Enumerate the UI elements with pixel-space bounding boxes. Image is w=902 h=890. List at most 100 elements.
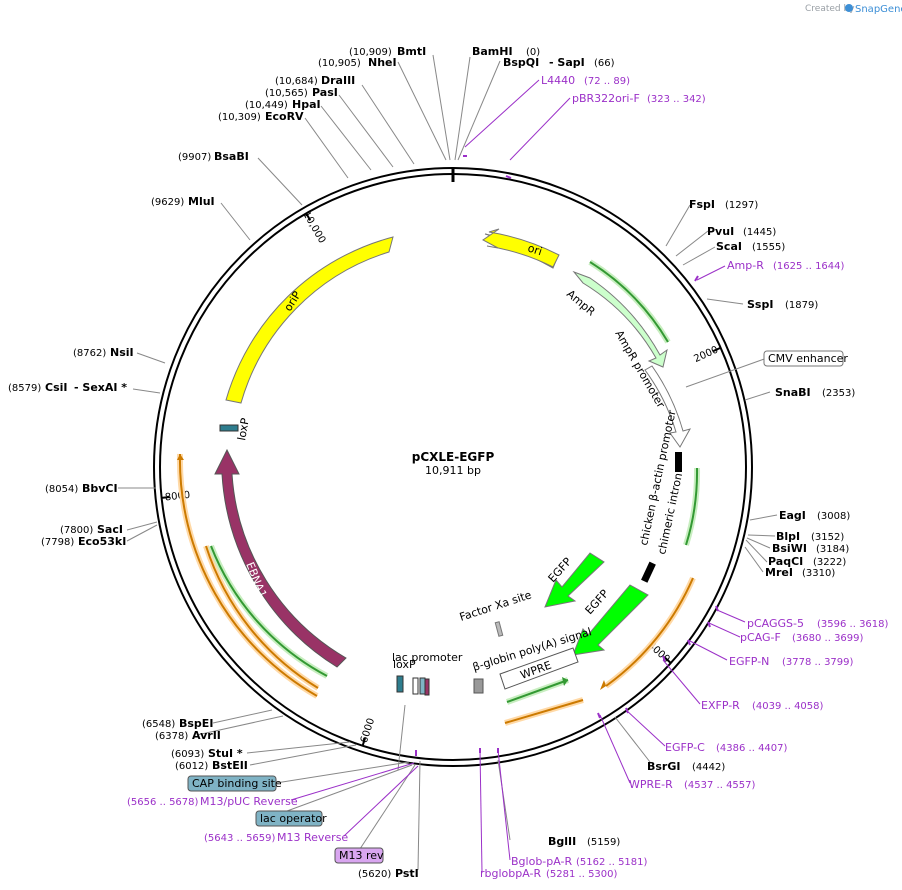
enzyme-bspei-name[interactable]: BspEI [179, 717, 213, 730]
egfp-outer-arrow[interactable] [572, 584, 649, 656]
lac-operator-feature[interactable] [419, 677, 426, 695]
enzyme-snabi-name[interactable]: SnaBI [775, 386, 811, 399]
m13-rev-box[interactable] [334, 847, 384, 864]
enzyme-ecorv-name[interactable]: EcoRV [265, 110, 304, 123]
primer-pbr322-name[interactable]: pBR322ori-F [572, 92, 640, 105]
ebna1-feature[interactable] [214, 448, 347, 668]
tick-label-8000: 8000 [164, 490, 190, 504]
enzyme-bsiwi-pos: (3184) [816, 544, 849, 555]
enzyme-bamhi-name[interactable]: BamHI [472, 45, 513, 58]
enzyme-sspi-name[interactable]: SspI [747, 298, 773, 311]
enzyme-mrei-pos: (3310) [802, 568, 835, 579]
enzyme-sapi-name[interactable]: - SapI [549, 56, 585, 69]
loxp-top-feature[interactable] [219, 424, 239, 432]
enzyme-bbvci-pos: (8054) [45, 484, 78, 495]
ampr-feature-arrow[interactable] [572, 270, 668, 368]
enzyme-bsrgi-pos: (4442) [692, 762, 725, 773]
enzyme-mrei-name[interactable]: MreI [765, 566, 793, 579]
primer-egfpc-pos: (4386 .. 4407) [716, 743, 788, 754]
primer-rbglobpar-name[interactable]: rbglobpA-R [480, 867, 541, 880]
enzyme-ecorv-pos: (10,309) [218, 112, 261, 123]
m13-rev-feature[interactable] [424, 678, 430, 696]
orange-arc-1-highlight [604, 576, 696, 689]
tick-label-6000: 6000 [359, 717, 377, 745]
ampr-highlight [588, 259, 671, 344]
primer-egfpc-name[interactable]: EGFP-C [665, 741, 705, 754]
enzyme-nhei-pos: (10,905) [318, 58, 361, 69]
enzyme-bmti-name[interactable]: BmtI [397, 45, 426, 58]
enzyme-eco53ki-pos: (7798) [41, 537, 74, 548]
enzyme-psti-name[interactable]: PstI [395, 867, 419, 880]
enzyme-bglii-name[interactable]: BglII [548, 835, 576, 848]
enzyme-bsrgi-name[interactable]: BsrGI [647, 760, 680, 773]
primer-bglobpar-name[interactable]: Bglob-pA-R [511, 855, 573, 868]
primer-ampr-pos: (1625 .. 1644) [773, 261, 845, 272]
primer-m13puc-name[interactable]: M13/pUC Reverse [200, 795, 298, 808]
enzyme-scai-name[interactable]: ScaI [716, 240, 742, 253]
ori-label: ori [526, 241, 544, 258]
enzyme-psti-pos: (5620) [358, 869, 391, 880]
enzyme-fspi-name[interactable]: FspI [689, 198, 715, 211]
ampr-promoter-arrow[interactable] [644, 365, 692, 448]
ori-feature-body[interactable] [482, 228, 560, 268]
enzyme-draiii-name[interactable]: DraIII [321, 74, 355, 87]
enzyme-saci-name[interactable]: SacI [97, 523, 123, 536]
bglobin-feature[interactable] [473, 678, 484, 694]
lac-promoter-feature[interactable] [412, 677, 419, 695]
enzyme-avrii-name[interactable]: AvrII [192, 729, 221, 742]
orange-arc-1-head [600, 680, 606, 690]
primer-egfpn-pos: (3778 .. 3799) [782, 657, 854, 668]
primer-m13rev-name[interactable]: M13 Reverse [277, 831, 348, 844]
primer-pcagf-name[interactable]: pCAG-F [740, 631, 781, 644]
enzyme-mlui-name[interactable]: MluI [188, 195, 215, 208]
primer-l4440-name[interactable]: L4440 [541, 74, 575, 87]
primer-leader-lines [290, 79, 746, 873]
primer-exfpr-name[interactable]: EXFP-R [701, 699, 740, 712]
enzyme-bbvci-name[interactable]: BbvCI [82, 482, 118, 495]
primer-l4440-pos: (72 .. 89) [584, 76, 630, 87]
left-orange-inner [205, 545, 319, 689]
loxp-bottom-feature[interactable] [396, 675, 404, 693]
enzyme-hpai-name[interactable]: HpaI [292, 98, 321, 111]
tick-mark-8000 [161, 496, 170, 499]
primer-pcagf-pos: (3680 .. 3699) [792, 633, 864, 644]
enzyme-bsabi-name[interactable]: BsaBI [214, 150, 249, 163]
orange-arc-2 [504, 699, 584, 724]
enzyme-bspqi-name[interactable]: BspQI [503, 56, 539, 69]
enzyme-bsteii-pos: (6012) [175, 761, 208, 772]
tick-label-2000: 2000 [692, 345, 720, 365]
enzyme-eagi-name[interactable]: EagI [779, 509, 806, 522]
enzyme-bsiwi-name[interactable]: BsiWI [772, 542, 807, 555]
enzyme-nsii-name[interactable]: NsiI [110, 346, 134, 359]
tick-mark-10000 [305, 212, 312, 221]
cap-site-box[interactable] [187, 775, 277, 792]
enzyme-bsabi-pos: (9907) [178, 152, 211, 163]
left-orange-outer [178, 453, 318, 697]
enzyme-bmti-pos: (10,909) [349, 47, 392, 58]
enzyme-bsteii-name[interactable]: BstEII [212, 759, 248, 772]
enzyme-nhei-name[interactable]: NheI [368, 56, 397, 69]
enzyme-pvui-name[interactable]: PvuI [707, 225, 734, 238]
enzyme-paqci-name[interactable]: PaqCI [768, 555, 803, 568]
cmv-enhancer-box[interactable] [763, 350, 844, 367]
enzyme-bspei-pos: (6548) [142, 719, 175, 730]
enzyme-labels-right: BamHI (0) BspQI - SapI (66) FspI (1297) … [472, 45, 855, 848]
enzyme-blpi-name[interactable]: BlpI [776, 530, 800, 543]
enzyme-sexai-name[interactable]: - SexAI * [74, 381, 127, 394]
primer-ampr-name[interactable]: Amp-R [727, 259, 764, 272]
enzyme-csii-name[interactable]: CsiI [45, 381, 67, 394]
egfp-inner-arrow[interactable] [544, 552, 605, 608]
primer-wprer-name[interactable]: WPRE-R [629, 778, 673, 791]
wpre-feature[interactable] [499, 647, 579, 690]
enzyme-pasi-name[interactable]: PasI [312, 86, 338, 99]
enzyme-stui-name[interactable]: StuI * [208, 747, 243, 760]
lac-operator-box[interactable] [255, 810, 323, 827]
enzyme-eco53ki-name[interactable]: Eco53kI [78, 535, 126, 548]
primer-pbr322-pos: (323 .. 342) [647, 94, 706, 105]
primer-pcaggs5-name[interactable]: pCAGGS-5 [747, 617, 804, 630]
primer-egfpn-name[interactable]: EGFP-N [729, 655, 769, 668]
enzyme-snabi-pos: (2353) [822, 388, 855, 399]
oriP-feature[interactable] [225, 236, 394, 404]
enzyme-stui-pos: (6093) [171, 749, 204, 760]
